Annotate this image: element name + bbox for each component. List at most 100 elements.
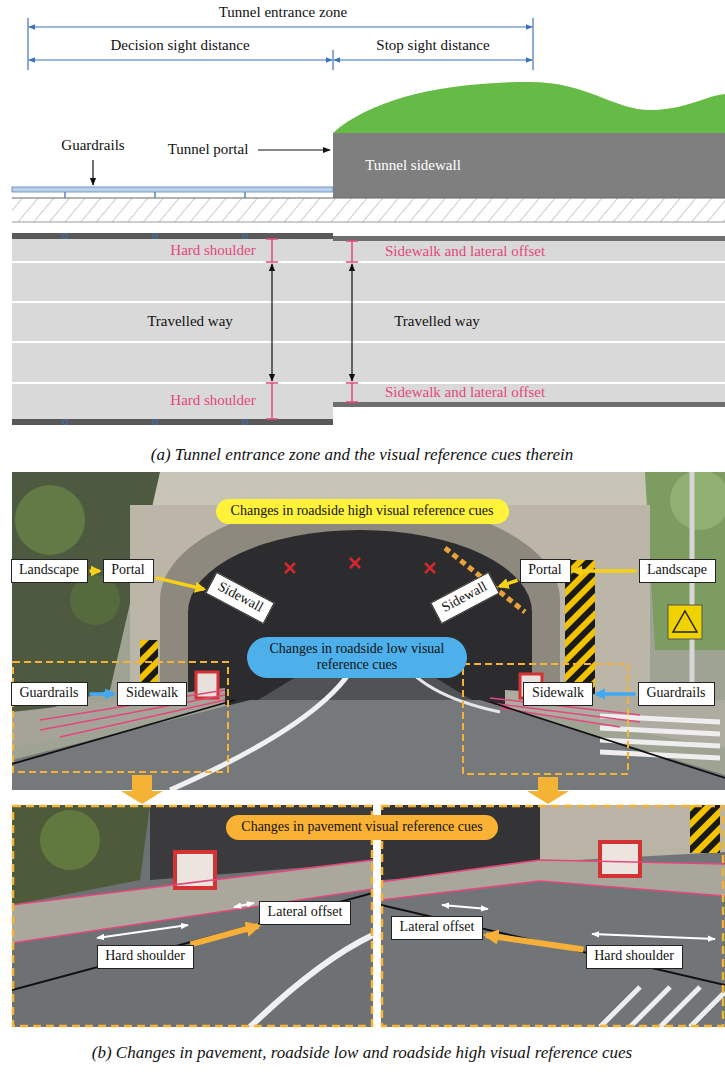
text-label: Decision sight distance (110, 37, 249, 54)
road-sign (668, 605, 702, 639)
cue-box: Sidewall (430, 572, 500, 624)
node-text: Sidewall (439, 579, 490, 616)
node-text: Portal (111, 562, 144, 578)
node-text: Portal (528, 562, 561, 578)
node-text: Hard shoulder (594, 948, 674, 964)
tunnel-interior (188, 530, 532, 705)
width-arrow (442, 905, 488, 909)
cue-box: Lateral offset (259, 901, 351, 925)
photo-ground (12, 472, 725, 790)
text-label: Sidewalk and lateral offset (385, 384, 545, 401)
node-text: Changes in roadside low visual reference… (262, 641, 452, 673)
traffic-barrier (600, 842, 640, 876)
node-text: Guardrails (646, 685, 705, 701)
tunnel-photo (12, 472, 725, 790)
sidewalk-strip (333, 236, 725, 241)
cue-box: Guardrails (638, 682, 715, 706)
vegetation (15, 485, 85, 555)
guardrail-post (65, 192, 245, 198)
connector-arrow (500, 580, 518, 586)
text-label: Hard shoulder (170, 242, 255, 259)
sidewalk-strip (333, 402, 725, 407)
focus-frame (463, 664, 628, 774)
category-pill: Changes in pavement visual reference cue… (226, 815, 498, 840)
road-edge-line (12, 700, 235, 764)
dimension-tick (332, 50, 333, 70)
node-text: Sidewalk (126, 685, 178, 701)
cue-box: Sidewalk (523, 682, 593, 706)
zebra-marking (600, 716, 720, 758)
dimension-line (29, 26, 532, 27)
road-edge-line (381, 905, 725, 985)
connector-arrow (90, 692, 115, 696)
width-arrow (271, 264, 272, 381)
road-surface (333, 241, 725, 402)
hill (333, 82, 725, 133)
guardrail (12, 187, 333, 192)
cue-box: Hard shoulder (586, 945, 683, 969)
tunnel-sidewall (333, 133, 725, 198)
connector-arrow (155, 578, 204, 590)
cue-box: Sidewalk (117, 682, 187, 706)
node-text: Lateral offset (400, 919, 475, 935)
width-arrow (97, 925, 188, 938)
text-label: Sidewalk and lateral offset (385, 243, 545, 260)
node-text: Lateral offset (268, 904, 343, 920)
node-text: Hard shoulder (105, 948, 185, 964)
node-text: Sidewall (215, 579, 266, 616)
node-text: Changes in pavement visual reference cue… (241, 819, 482, 835)
guardrail-post (153, 420, 158, 425)
connector-arrow (191, 926, 259, 945)
connector-arrow (574, 569, 637, 573)
text-label: (b) Changes in pavement, roadside low an… (82, 1043, 642, 1063)
node-text: Guardrails (19, 685, 78, 701)
dimension-tick (532, 18, 533, 70)
width-arrow (592, 934, 715, 939)
category-pill: Changes in roadside high visual referenc… (216, 499, 509, 524)
portal-face (130, 505, 650, 705)
text-label: Tunnel sidewall (365, 157, 461, 174)
node-text: Changes in roadside high visual referenc… (231, 503, 494, 519)
lane-marking (250, 935, 373, 1027)
focus-frame (13, 662, 228, 772)
width-marker (266, 239, 358, 419)
concrete-barrier (381, 860, 725, 900)
guardrail-post (63, 420, 68, 425)
guardrail-post (243, 234, 248, 239)
cue-box: Hard shoulder (97, 945, 194, 969)
category-pill: Changes in roadside low visual reference… (247, 637, 467, 678)
road-edge (12, 233, 333, 239)
guardrail-post (243, 420, 248, 425)
cue-box: Guardrails (11, 682, 88, 706)
ground-line (12, 198, 725, 199)
connectors (90, 571, 637, 950)
cue-box: Lateral offset (391, 916, 483, 940)
sidewalk-outline (12, 860, 373, 943)
text-label: Stop sight distance (376, 37, 489, 54)
sidewalk-outline (381, 860, 725, 900)
light-pole (690, 472, 695, 705)
connector-arrow (486, 935, 584, 949)
text-label: Tunnel entrance zone (219, 4, 348, 21)
dimension-tick (27, 18, 28, 70)
road-surface (12, 239, 333, 419)
road-sign (673, 611, 697, 632)
road-edge-line (490, 702, 725, 778)
zebra-marking (600, 987, 725, 1027)
width-arrow (234, 903, 254, 907)
leader-arrow (258, 149, 330, 150)
lane-line (12, 262, 725, 383)
ground-line (12, 222, 725, 223)
lane-signal (285, 558, 435, 573)
text-label: Travelled way (147, 313, 233, 330)
connector-arrow (596, 692, 636, 696)
hazard-stripes (690, 805, 720, 853)
node-text: Landscape (19, 562, 79, 578)
cue-box: Portal (103, 559, 154, 583)
connector-arrow (90, 569, 100, 573)
portal-arch (160, 500, 560, 705)
cue-box: Landscape (639, 559, 716, 583)
